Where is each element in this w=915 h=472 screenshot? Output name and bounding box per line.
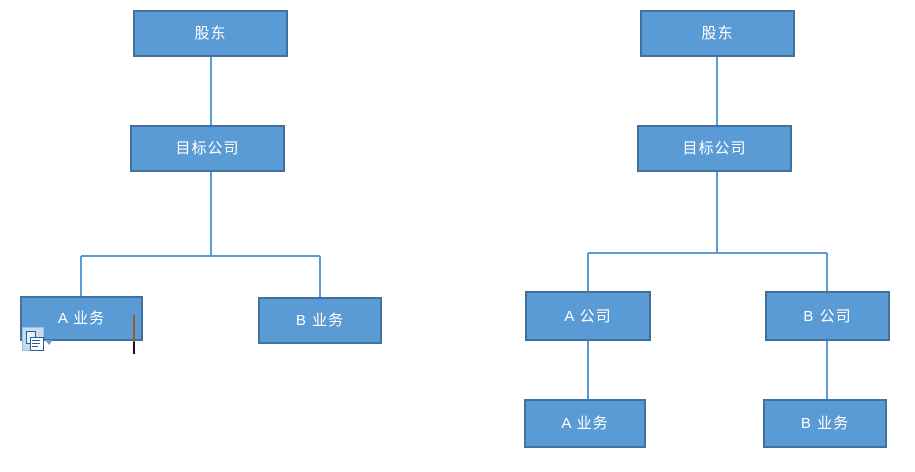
node-label: 股东 (701, 25, 734, 42)
node-label: B 公司 (803, 307, 852, 325)
node-company-b[interactable]: B 公司 (765, 291, 890, 341)
node-label: A 业务 (57, 310, 106, 327)
node-label: A 业务 (561, 415, 609, 432)
node-shareholder-right[interactable]: 股东 (640, 10, 795, 57)
clipboard-icon (22, 327, 44, 351)
node-label: B 业务 (800, 415, 850, 432)
node-label: 目标公司 (175, 140, 240, 157)
node-shareholder-left[interactable]: 股东 (133, 10, 288, 57)
node-business-b-right[interactable]: B 业务 (763, 399, 887, 448)
node-business-a-right[interactable]: A 业务 (524, 399, 646, 448)
text-insertion-caret (133, 315, 135, 354)
node-label: 股东 (194, 25, 227, 42)
node-label: 目标公司 (682, 140, 747, 157)
node-label: A 公司 (564, 307, 612, 325)
chevron-down-icon[interactable] (45, 340, 53, 345)
node-company-a[interactable]: A 公司 (525, 291, 651, 341)
node-target-company-left[interactable]: 目标公司 (130, 125, 285, 172)
paste-options-button[interactable] (22, 327, 53, 351)
node-target-company-right[interactable]: 目标公司 (637, 125, 792, 172)
node-business-b-left[interactable]: B 业务 (258, 297, 382, 344)
node-label: B 业务 (295, 312, 345, 329)
